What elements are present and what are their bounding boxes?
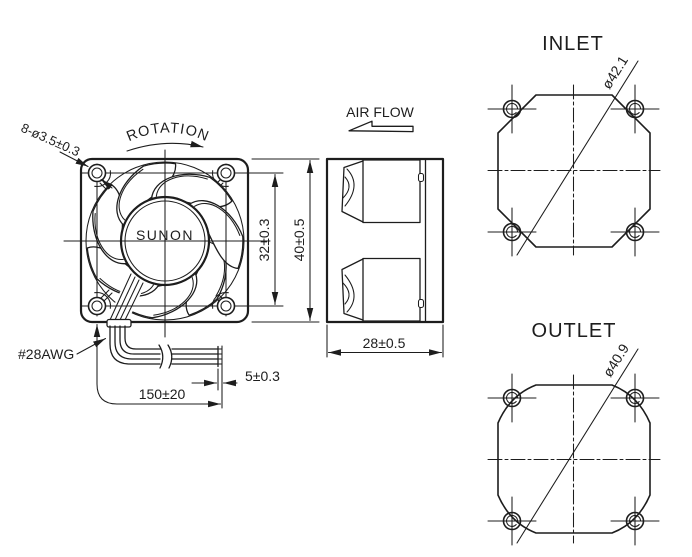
inlet-view: INLET ø42.1 <box>487 33 661 257</box>
inlet-diameter-line <box>516 60 639 256</box>
inlet-title: INLET <box>542 33 604 55</box>
lead-dim-label: 150±20 <box>139 386 186 402</box>
inlet-outline <box>497 94 651 248</box>
outlet-title: OUTLET <box>532 320 617 342</box>
pitch-dim-label: 32±0.3 <box>256 218 272 261</box>
holes-dim-label: 8-ø3.5±0.3 <box>19 120 82 159</box>
size-dim-label: 40±0.5 <box>291 218 307 261</box>
wire-gauge-label: #28AWG <box>18 346 74 362</box>
front-view: SUNON <box>18 120 320 409</box>
view-centerlines <box>63 149 271 338</box>
internal-wires <box>107 272 145 321</box>
rotation-arrow <box>126 140 204 152</box>
lead-dim-line <box>93 323 222 408</box>
outlet-diameter-line <box>516 348 639 544</box>
wire-gauge-leader <box>76 337 107 355</box>
depth-dim-label: 28±0.5 <box>363 335 406 351</box>
side-blade-upper <box>341 159 425 224</box>
rotation-label: ROTATION <box>124 120 211 145</box>
side-blade-lower <box>341 257 425 322</box>
airflow-arrow-icon <box>348 120 414 133</box>
side-housing <box>325 157 445 324</box>
brand-label: SUNON <box>136 227 194 243</box>
holes-dim-leader2 <box>100 178 113 190</box>
side-view: AIR FLOW 28±0.5 <box>325 104 445 358</box>
holes-dim-leader <box>59 151 89 168</box>
hole-centerlines <box>81 163 284 317</box>
outlet-diameter-label: ø40.9 <box>599 341 632 380</box>
airflow-label: AIR FLOW <box>346 104 414 120</box>
outlet-view: OUTLET ø40.9 <box>487 320 661 546</box>
strip-dim-label: 5±0.3 <box>245 368 280 384</box>
outlet-outline <box>497 384 651 534</box>
inlet-diameter-label: ø42.1 <box>598 53 631 92</box>
